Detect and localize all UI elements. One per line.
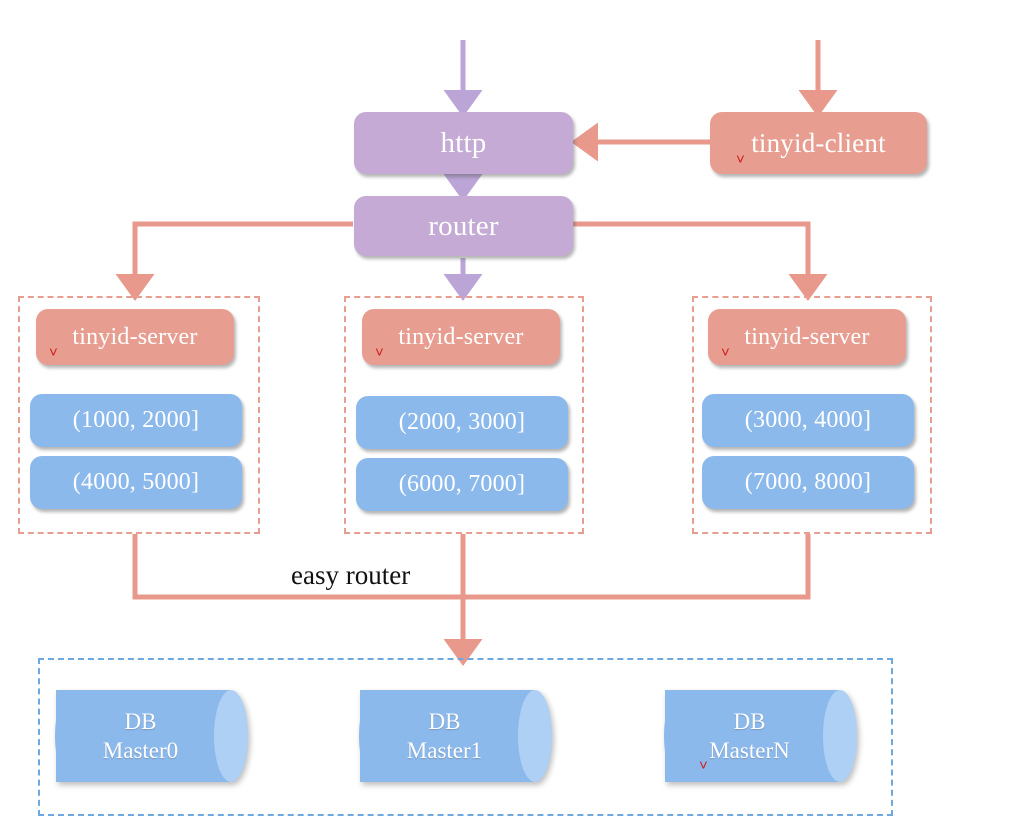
db-cylinder-1-line2: Master1	[406, 738, 483, 763]
db-cylinder-1-label: DB Master1	[360, 690, 529, 782]
spellcheck-mark-icon: ˅	[736, 151, 745, 168]
spellcheck-mark-icon: ˅	[375, 344, 384, 361]
node-tinyid-client[interactable]: tinyid-client ˅	[710, 112, 927, 174]
segment-2-1-label: (2000, 3000]	[398, 409, 526, 435]
db-cylinder-2-left-cap	[664, 690, 698, 782]
node-http[interactable]: http	[354, 112, 573, 174]
db-cylinder-1[interactable]: DB Master1	[359, 690, 552, 782]
db-cylinder-0-line1: DB	[124, 708, 157, 734]
node-tinyid-server-3-label: tinyid-server	[744, 323, 870, 350]
segment-1-1[interactable]: (1000, 2000]	[30, 394, 242, 447]
node-http-label: http	[440, 126, 487, 159]
node-tinyid-server-3[interactable]: tinyid-server ˅	[708, 309, 906, 365]
db-cylinder-0-right-cap	[214, 690, 248, 782]
node-tinyid-server-1-label: tinyid-server	[72, 323, 198, 350]
segment-3-1[interactable]: (3000, 4000]	[702, 394, 914, 447]
segment-3-2[interactable]: (7000, 8000]	[702, 456, 914, 509]
spellcheck-mark-icon: ˅	[721, 344, 730, 361]
node-router-label: router	[428, 209, 499, 242]
easy-router-label: easy router	[285, 560, 417, 591]
db-cylinder-0-left-cap	[55, 690, 89, 782]
db-cylinder-2-right-cap	[823, 690, 857, 782]
bus-easy-router	[132, 534, 811, 666]
db-cylinder-2-line1: DB	[733, 708, 766, 734]
segment-2-1[interactable]: (2000, 3000]	[356, 396, 568, 449]
segment-2-2-label: (6000, 7000]	[398, 471, 526, 497]
node-router[interactable]: router	[354, 196, 573, 256]
db-cylinder-0-label: DB Master0	[56, 690, 225, 782]
segment-3-1-label: (3000, 4000]	[744, 407, 872, 433]
node-tinyid-server-2[interactable]: tinyid-server ˅	[362, 309, 560, 365]
segment-1-1-label: (1000, 2000]	[72, 407, 200, 433]
arrow-router-to-server-1	[115, 221, 353, 301]
node-tinyid-server-2-label: tinyid-server	[398, 323, 524, 350]
node-tinyid-client-label: tinyid-client	[751, 127, 886, 158]
db-cylinder-2-label: DB MasterN	[665, 690, 834, 782]
segment-2-2[interactable]: (6000, 7000]	[356, 458, 568, 511]
segment-3-2-label: (7000, 8000]	[744, 469, 872, 495]
db-cylinder-1-line1: DB	[428, 708, 461, 734]
db-cylinder-2[interactable]: DB MasterN ˅	[664, 690, 857, 782]
arrow-router-to-server-3	[573, 221, 828, 301]
db-cylinder-0[interactable]: DB Master0	[55, 690, 248, 782]
segment-1-2[interactable]: (4000, 5000]	[30, 456, 242, 509]
segment-1-2-label: (4000, 5000]	[72, 469, 200, 495]
spellcheck-mark-icon: ˅	[49, 344, 58, 361]
db-cylinder-0-line2: Master0	[102, 738, 179, 763]
node-tinyid-server-1[interactable]: tinyid-server ˅	[36, 309, 234, 365]
db-cylinder-1-left-cap	[359, 690, 393, 782]
db-cylinder-1-right-cap	[518, 690, 552, 782]
db-cylinder-2-line2: MasterN	[709, 738, 790, 763]
